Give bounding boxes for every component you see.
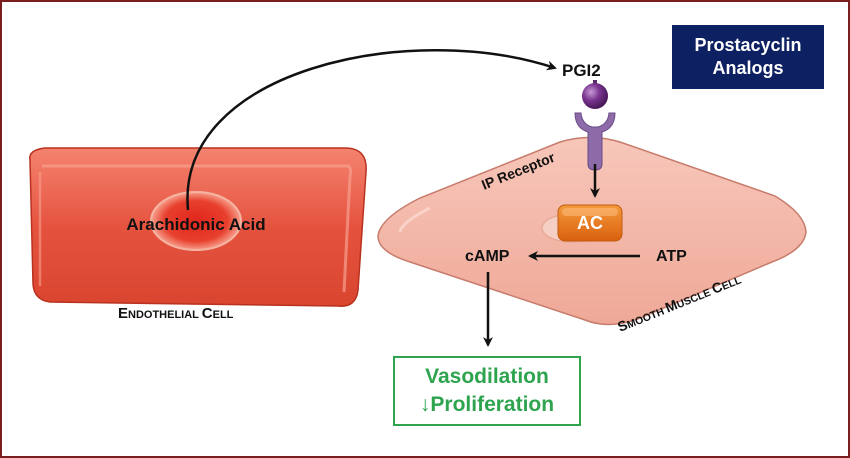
synthesis-arrow [186, 49, 557, 211]
ac-label: AC [577, 213, 603, 233]
adenylyl-cyclase [557, 204, 623, 242]
pgi2-label: PGI2 [562, 61, 601, 80]
endothelial-cell-caption: ENDOTHELIAL CELL [118, 305, 234, 322]
prostacyclin-analogs-title: Prostacyclin Analogs [672, 25, 824, 89]
arachidonic-acid-label: Arachidonic Acid [126, 215, 265, 234]
proliferation-label: ↓Proliferation [419, 393, 555, 416]
title-line-2: Analogs [712, 58, 784, 78]
outcome-box: Vasodilation ↓Proliferation [393, 356, 581, 426]
endothelial-cell [29, 147, 367, 307]
endothelial-nucleus [150, 191, 242, 251]
title-line-1: Prostacyclin [694, 35, 802, 55]
atp-label: ATP [656, 248, 687, 265]
camp-label: cAMP [465, 248, 510, 265]
vasodilation-label: Vasodilation [425, 365, 549, 388]
pgi2-ligand [582, 80, 608, 109]
ip-receptor [574, 112, 616, 171]
